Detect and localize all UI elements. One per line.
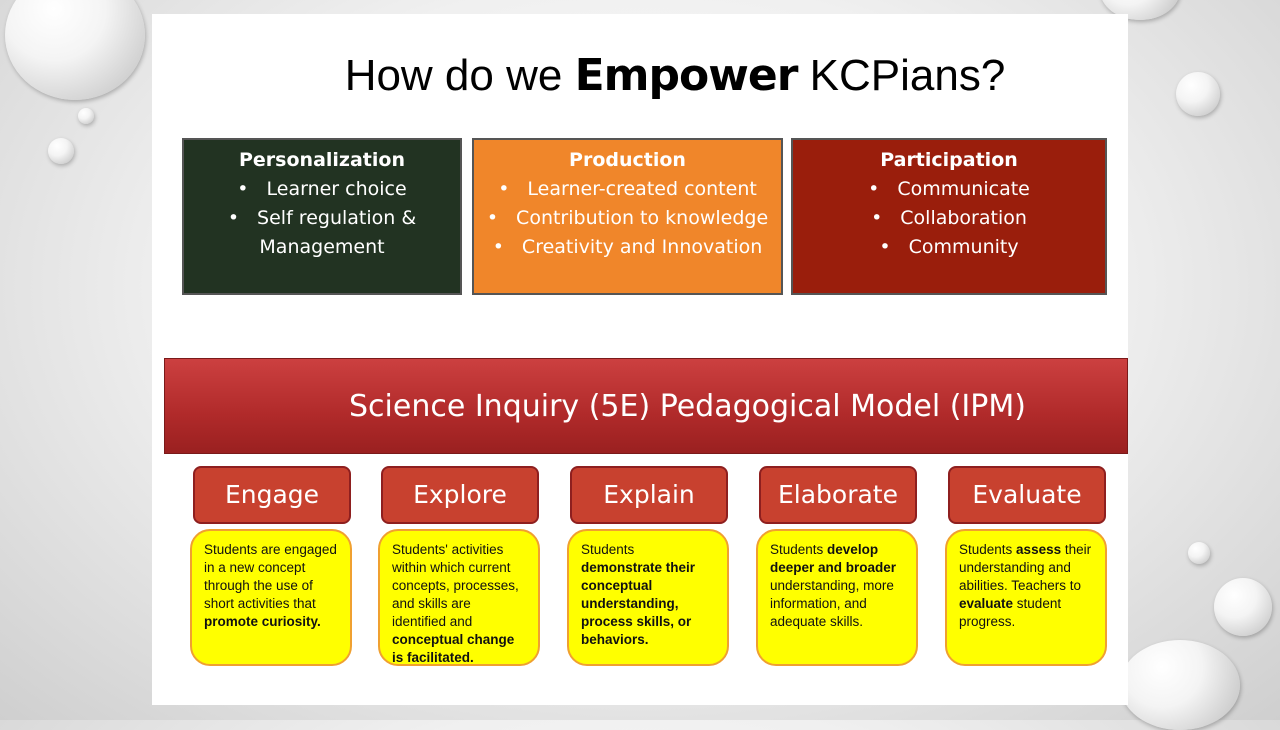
pillar-production: ProductionLearner-created contentContrib… [472,138,783,295]
slide: How do we Empower KCPians? Personalizati… [152,14,1128,705]
water-droplet [1120,640,1240,730]
description-text: Students are engaged in a new concept th… [204,542,337,611]
phase-description: Students' activities within which curren… [378,529,540,666]
phase-description: Students develop deeper and broader unde… [756,529,918,666]
description-text: their understanding and abilities. Teach… [959,542,1092,593]
description-text: evaluate [959,596,1014,611]
pillar-item: Self regulation & Management [184,204,460,262]
title-emphasis: Empower [574,50,799,101]
water-droplet [1176,72,1220,116]
phase-evaluate: Evaluate [948,466,1106,524]
phase-description: Students demonstrate their conceptual un… [567,529,729,666]
description-text: demonstrate their conceptual understandi… [581,560,696,647]
description-text: Students [770,542,828,557]
water-droplet [5,0,145,100]
pillar-personalization: PersonalizationLearner choiceSelf regula… [182,138,462,295]
description-text: promote curiosity. [204,614,321,629]
description-text: Students' activities within which curren… [392,542,519,629]
pillar-item: Contribution to knowledge [474,204,781,233]
pillar-heading: Participation [880,149,1018,171]
water-droplet [48,138,74,164]
phase-engage: Engage [193,466,351,524]
pillar-heading: Personalization [239,149,405,171]
water-droplet [1188,542,1210,564]
water-droplet [78,108,94,124]
description-text: develop deeper and broader [770,542,897,575]
pillar-participation: ParticipationCommunicateCollaborationCom… [791,138,1107,295]
description-text: student progress. [959,596,1062,629]
description-text: Students [581,542,635,557]
pillar-item: Learner-created content [474,175,781,204]
description-text: assess [1016,542,1062,557]
description-text: conceptual change is facilitated. [392,632,515,665]
pillar-item: Collaboration [793,204,1105,233]
pillar-item: Community [793,233,1105,262]
phase-elaborate: Elaborate [759,466,917,524]
pillar-heading: Production [569,149,686,171]
phase-description: Students assess their understanding and … [945,529,1107,666]
title-text: How do we [344,51,575,100]
title-text: KCPians? [797,51,1006,100]
phase-description: Students are engaged in a new concept th… [190,529,352,666]
water-droplet [1214,578,1272,636]
slide-title: How do we Empower KCPians? [152,50,1128,101]
pillar-item: Creativity and Innovation [474,233,781,262]
phase-explore: Explore [381,466,539,524]
pillar-item: Learner choice [184,175,460,204]
description-text: Students [959,542,1017,557]
pillar-item: Communicate [793,175,1105,204]
description-text: understanding, more information, and ade… [770,578,894,629]
phase-explain: Explain [570,466,728,524]
model-banner: Science Inquiry (5E) Pedagogical Model (… [164,358,1128,454]
